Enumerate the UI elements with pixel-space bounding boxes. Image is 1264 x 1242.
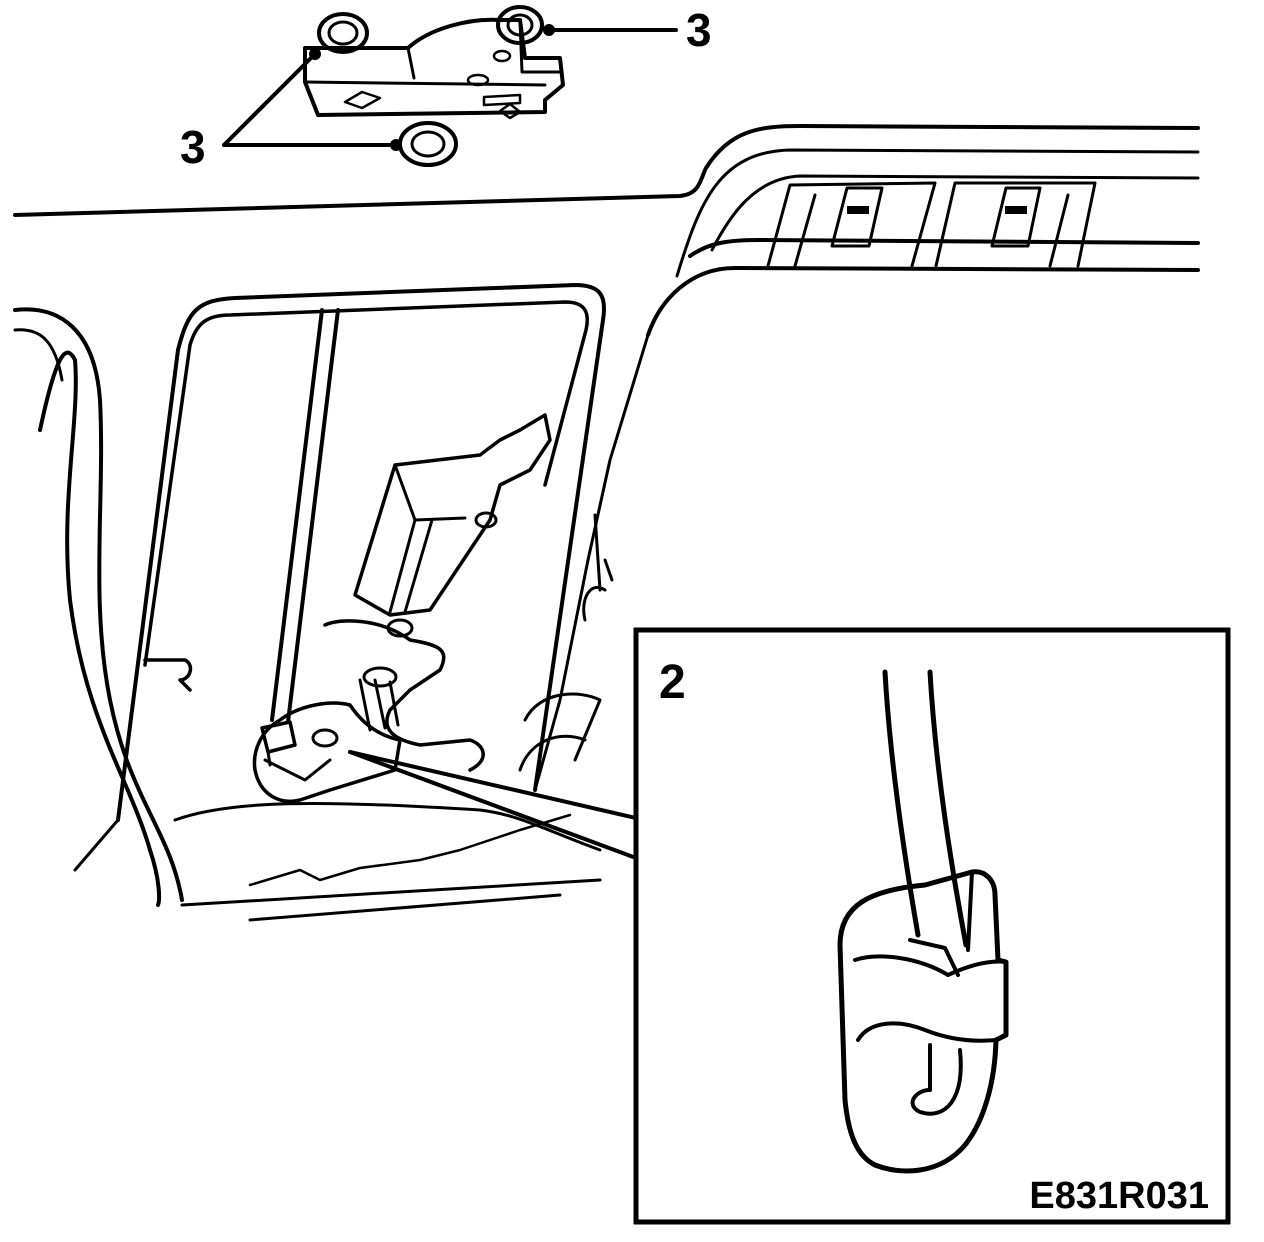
vehicle-body: [13, 124, 1200, 922]
lock-mechanism: [303, 17, 565, 120]
plug-top-right: [496, 5, 544, 45]
detail-inset-box: 2: [633, 627, 1231, 1225]
plug-bottom: [398, 121, 458, 167]
plug-left: [317, 12, 369, 54]
figure-code: E831R031: [1029, 1175, 1209, 1217]
slot-tab: [1005, 206, 1027, 214]
callout-3-left: 3: [180, 121, 206, 173]
detail-leader: [348, 750, 638, 860]
leader-lines-item-3: [222, 24, 678, 151]
callout-3-top: 3: [686, 4, 712, 56]
slot-tab: [847, 206, 869, 214]
callout-2: 2: [659, 656, 686, 709]
